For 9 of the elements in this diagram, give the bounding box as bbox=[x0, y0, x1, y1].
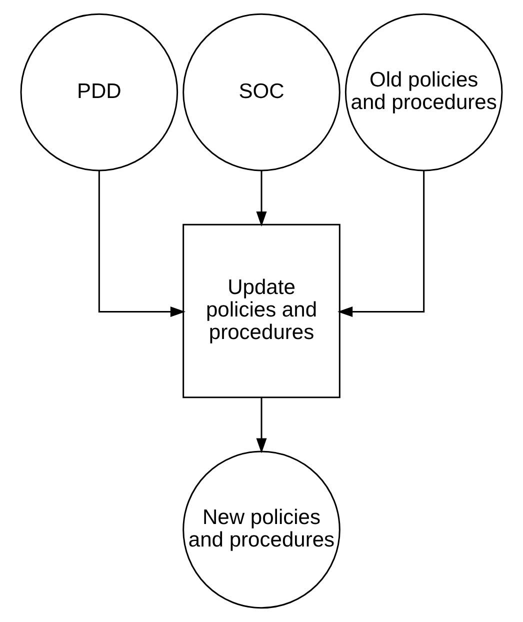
node-circle: SOC bbox=[182, 13, 340, 172]
node-circle: PDD bbox=[20, 13, 178, 172]
arrow bbox=[338, 170, 425, 318]
arrow bbox=[256, 170, 267, 227]
node-circle: Old policies and procedures bbox=[344, 13, 503, 172]
node-box: Update policies and procedures bbox=[182, 224, 340, 398]
arrow bbox=[256, 397, 267, 454]
arrow bbox=[98, 170, 186, 318]
node-circle: New policies and procedures bbox=[182, 450, 340, 609]
